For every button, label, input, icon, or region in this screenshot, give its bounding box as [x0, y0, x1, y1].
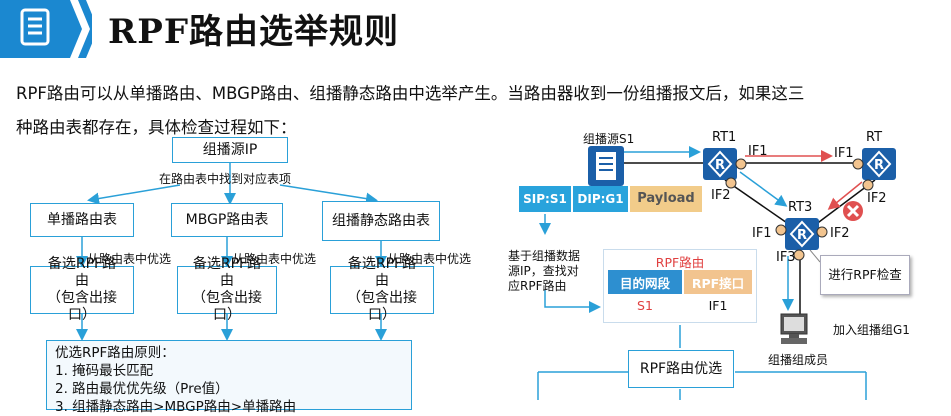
- server-icon: [588, 146, 624, 186]
- rpf-table-title: RPF路由: [655, 255, 705, 270]
- join-group-label: 加入组播组G1: [833, 323, 910, 337]
- preferred-label-2: 从路由表中优选: [232, 252, 317, 266]
- interface-label: IF1: [752, 226, 772, 241]
- router-icon: R: [703, 148, 737, 180]
- candidate-rpf-subtitle: （包含出接口）: [347, 290, 417, 323]
- svg-text:R: R: [715, 158, 725, 173]
- interface-label: IF1: [748, 144, 768, 159]
- candidate-rpf-subtitle: （包含出接口）: [47, 290, 117, 323]
- interface-label: IF2: [711, 188, 731, 203]
- rpf-table-header: RPF接口: [684, 270, 752, 294]
- static-table-box: 组播静态路由表: [322, 201, 440, 241]
- flowchart-connectors: [76, 146, 876, 400]
- page-title: RPF路由选举规则: [108, 12, 399, 52]
- svg-text:R: R: [874, 158, 884, 173]
- packet-dip: DIP:G1: [573, 186, 628, 212]
- packet-payload: Payload: [630, 186, 702, 212]
- mbgp-table-box: MBGP路由表: [171, 203, 283, 237]
- interface-label: IF2: [867, 191, 887, 206]
- lookup-note: 基于组播数据源IP，查找对应RPF路由: [508, 249, 581, 293]
- document-list-icon: [0, 0, 92, 58]
- rpf-table-cell: IF1: [708, 297, 728, 313]
- candidate-rpf-title: 备选RPF路由: [47, 256, 117, 289]
- rule-item: 3. 组播静态路由>MBGP路由>单播路由: [55, 399, 297, 415]
- interface-label: IF1: [834, 146, 854, 161]
- candidate-rpf-title: 备选RPF路由: [347, 256, 417, 289]
- rpf-table-header: 目的网段: [608, 270, 682, 294]
- lookup-label: 在路由表中找到对应表项: [159, 172, 292, 186]
- candidate-rpf-box: 备选RPF路由 （包含出接口）: [30, 256, 134, 323]
- router-label-rt3: RT3: [788, 200, 813, 215]
- source-label: 组播源S1: [583, 132, 635, 146]
- rule-item: 2. 路由最优优先级（Pre值）: [55, 381, 229, 397]
- candidate-rpf-subtitle: （包含出接口）: [192, 290, 262, 323]
- rpf-route-table: RPF路由 目的网段 RPF接口 S1 IF1: [603, 249, 757, 323]
- interface-label: IF3: [776, 250, 796, 265]
- router-label-rt: RT: [866, 130, 883, 145]
- group-member-label: 组播组成员: [768, 353, 829, 367]
- candidate-rpf-box: 备选RPF路由 （包含出接口）: [330, 256, 434, 323]
- packet-sip: SIP:S1: [519, 186, 571, 212]
- router-label-rt1: RT1: [712, 130, 737, 145]
- preferred-label-1: 从路由表中优选: [87, 252, 172, 266]
- rpf-selection-box: RPF路由优选: [628, 350, 734, 388]
- intro-line-1: RPF路由可以从单播路由、MBGP路由、组播静态路由中选举产生。当路由器收到一份…: [16, 84, 805, 103]
- rpf-table-cell: S1: [637, 297, 653, 313]
- interface-ports: [725, 158, 874, 261]
- rpf-check-callout: 进行RPF检查: [820, 255, 910, 295]
- computer-icon: [780, 313, 808, 344]
- rules-heading: 优选RPF路由原则：: [55, 345, 175, 361]
- rule-item: 1. 掩码最长匹配: [55, 363, 154, 379]
- svg-text:R: R: [797, 228, 807, 243]
- multicast-source-ip-box: 组播源IP: [172, 137, 288, 163]
- candidate-rpf-title: 备选RPF路由: [192, 256, 262, 289]
- candidate-rpf-box: 备选RPF路由 （包含出接口）: [177, 256, 277, 323]
- preferred-label-3: 从路由表中优选: [387, 252, 472, 266]
- blocked-x-icon: [843, 201, 863, 221]
- router-icon: R: [785, 218, 819, 250]
- interface-label: IF2: [830, 226, 850, 241]
- unicast-table-box: 单播路由表: [30, 203, 134, 237]
- router-icon: R: [862, 148, 896, 180]
- intro-line-2: 种路由表都存在，具体检查过程如下：: [16, 118, 297, 137]
